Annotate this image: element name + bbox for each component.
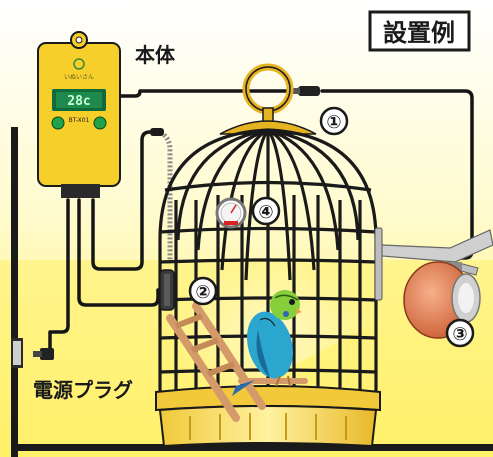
device-brand-text: いぬいさん xyxy=(64,74,94,81)
marker-3: ③ xyxy=(452,324,467,345)
cable-heater xyxy=(77,198,160,307)
marker-2: ② xyxy=(195,282,210,303)
device-display-value: 28c xyxy=(67,94,90,109)
marker-4-badge xyxy=(251,196,281,226)
sensor-clip xyxy=(150,128,164,136)
device-down-button xyxy=(51,116,65,130)
cable-connector xyxy=(298,86,320,96)
ladder xyxy=(166,302,266,422)
heater-panel xyxy=(159,269,175,311)
cage-tray xyxy=(158,405,378,448)
perch xyxy=(238,378,308,384)
marker-2-badge xyxy=(188,276,218,306)
budgie xyxy=(232,290,302,396)
markers: ① ② ③ ④ xyxy=(188,106,475,348)
cable-connector-tip xyxy=(290,88,300,94)
thermometer xyxy=(215,197,247,229)
label-body: 本体 xyxy=(135,43,176,67)
device-logo-icon xyxy=(73,58,85,70)
cable-top-right xyxy=(320,89,474,260)
sensor-probe-cable xyxy=(162,133,173,265)
device-model-text: BT-X01 xyxy=(69,117,90,124)
cable-top-left xyxy=(118,89,302,98)
label-plug: 電源プラグ xyxy=(33,378,133,402)
power-plug xyxy=(11,338,54,368)
device-up-button xyxy=(93,116,107,130)
cables xyxy=(48,89,474,355)
marker-3-badge xyxy=(445,318,475,348)
title: 設置例 xyxy=(383,19,455,47)
marker-1: ① xyxy=(326,112,341,133)
thermostat-device: いぬいさん 28c BT-X01 xyxy=(37,31,121,198)
clamp-lamp xyxy=(374,227,493,339)
marker-4: ④ xyxy=(258,202,273,223)
stand-pole xyxy=(11,127,18,457)
cable-sensor xyxy=(91,130,160,271)
ground-line xyxy=(11,444,493,451)
title-box: 設置例 xyxy=(368,10,471,52)
marker-1-badge xyxy=(319,106,349,136)
cable-plug xyxy=(48,198,70,355)
cage-top-cap xyxy=(219,120,317,135)
